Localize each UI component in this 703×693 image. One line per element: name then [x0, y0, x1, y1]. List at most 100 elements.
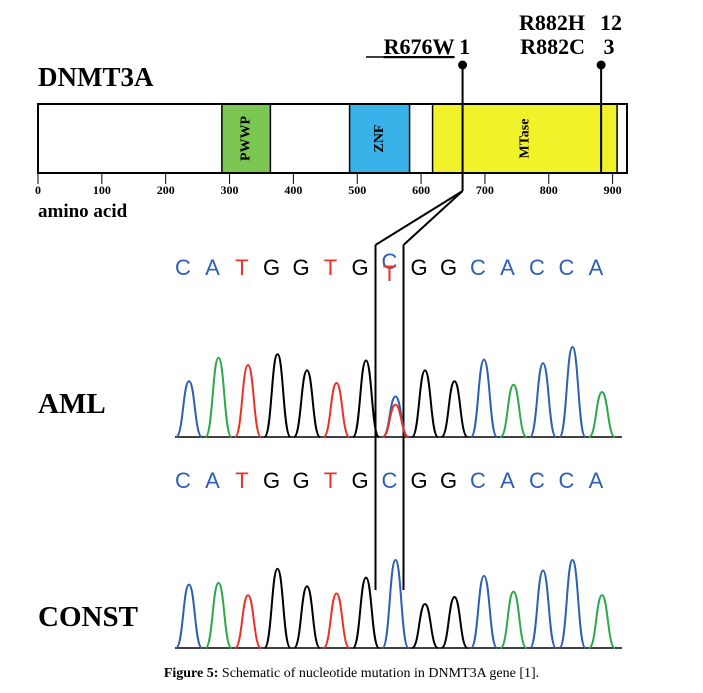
chromatogram-peak: [411, 602, 439, 649]
sequence-base-primary: C: [382, 249, 398, 274]
sequence-base: G: [410, 468, 427, 493]
chromatogram-peak: [440, 595, 469, 649]
axis-tick-label: 600: [412, 183, 430, 197]
chromatogram-peak: [499, 383, 528, 438]
chromatogram-peak: [588, 390, 616, 438]
chromatogram-peak: [529, 569, 557, 649]
amino-acid-axis: 0 100 200 300 400 500 600 700 800 900: [35, 173, 622, 197]
mutation-zoom-connector: [374, 190, 464, 590]
axis-tick-label: 400: [284, 183, 302, 197]
sequence-base: G: [440, 255, 457, 280]
sequence-base: A: [589, 468, 604, 493]
mutation-count-r676w: 1: [459, 34, 470, 59]
sequence-base: A: [500, 255, 515, 280]
chromatogram-secondary-peak: [382, 403, 409, 438]
chromatogram-peak: [234, 594, 262, 649]
sequence-base: C: [529, 255, 545, 280]
chromatogram-peak: [558, 345, 587, 438]
chromatogram-peak: [175, 583, 203, 649]
domain-label: MTase: [517, 119, 532, 159]
sequence-base: G: [263, 468, 280, 493]
sequence-base: G: [263, 255, 280, 280]
sequence-base: G: [351, 468, 368, 493]
chromatogram-peak: [204, 581, 233, 649]
mutation-count-r882c: 3: [604, 34, 615, 59]
sequence-base: C: [470, 255, 486, 280]
figure-caption: Figure 5: Schematic of nucleotide mutati…: [0, 666, 703, 682]
protein-domain-map: PWWP ZNF MTase: [37, 103, 628, 174]
axis-tick-label: 100: [93, 183, 111, 197]
chromatogram-peak: [381, 558, 410, 649]
domain-label: ZNF: [372, 125, 387, 153]
chromatogram-panels: AMLCATGGTGCTC/TGGCACCACONSTCATGGTGCGGCAC…: [38, 249, 622, 649]
gene-title: DNMT3A: [38, 62, 154, 92]
domain-pwwp: [221, 103, 272, 174]
sequence-base: T: [235, 255, 248, 280]
chromatogram-peak: [322, 381, 351, 438]
mutation-dot-r882: [596, 60, 606, 70]
sequence-base: A: [589, 255, 604, 280]
sequence-base: C: [559, 255, 575, 280]
domain-label: PWWP: [239, 116, 254, 162]
axis-tick-label: 0: [35, 183, 41, 197]
axis-tick-label: 800: [540, 183, 558, 197]
chromatogram-peak: [588, 594, 616, 649]
sequence-base-secondary: T: [383, 261, 396, 286]
mutation-label-r882h: R882H: [519, 10, 585, 35]
sequence-base: C: [559, 468, 575, 493]
chromatogram-peak: [440, 380, 469, 438]
chromatogram-peak: [204, 356, 233, 438]
chromatogram-peak: [293, 369, 321, 438]
chromatogram-peak: [322, 592, 351, 649]
sequence-base: G: [440, 468, 457, 493]
sample-label: CONST: [38, 601, 138, 633]
sequence-base: G: [351, 255, 368, 280]
sequence-base: C: [175, 255, 191, 280]
sequence-base: G: [410, 255, 427, 280]
axis-label: amino acid: [38, 201, 128, 222]
axis-tick-label: 700: [476, 183, 494, 197]
protein-bar-border: [37, 103, 628, 174]
sequence-base: T: [235, 468, 248, 493]
sequence-base: C: [382, 468, 398, 493]
caption-label: Figure 5:: [163, 666, 219, 681]
chromatogram-peak: [470, 358, 498, 438]
chromatogram-peak: [263, 567, 292, 649]
chromatogram-peak: [175, 380, 203, 438]
caption-text: Schematic of nucleotide mutation in DNMT…: [218, 666, 540, 681]
chromatogram-peak: [470, 574, 498, 649]
connector-right-diagonal: [402, 190, 464, 246]
axis-tick-label: 500: [348, 183, 366, 197]
chromatogram-peak: [293, 585, 321, 649]
sequence-base: C: [470, 468, 486, 493]
chromatogram-peak: [411, 369, 439, 438]
chromatogram-peak: [558, 558, 587, 649]
sequence-base: T: [324, 468, 337, 493]
chromatogram-peak: [352, 576, 380, 649]
sequence-base: G: [292, 468, 309, 493]
mutation-label-r882c: R882C: [520, 34, 585, 59]
chromatogram-peak: [499, 590, 528, 649]
mutation-count-r882h: 12: [600, 10, 622, 35]
sequence-base: G: [292, 255, 309, 280]
chromatogram-peak: [234, 363, 262, 438]
sequence-base: C: [529, 468, 545, 493]
connector-left-diagonal: [374, 190, 464, 246]
mutation-label-r676w: R676W: [384, 34, 455, 59]
sequence-base: A: [205, 255, 220, 280]
axis-tick-label: 900: [604, 183, 622, 197]
axis-tick-label: 200: [157, 183, 175, 197]
mutation-dot-r676w: [458, 60, 468, 70]
sequence-base: T: [324, 255, 337, 280]
axis-tick-label: 300: [221, 183, 239, 197]
chromatogram-peak: [263, 353, 292, 438]
sequence-base: A: [205, 468, 220, 493]
sequence-base: A: [500, 468, 515, 493]
sample-label: AML: [38, 388, 106, 420]
sequence-base: C: [175, 468, 191, 493]
chromatogram-peak: [352, 359, 380, 438]
